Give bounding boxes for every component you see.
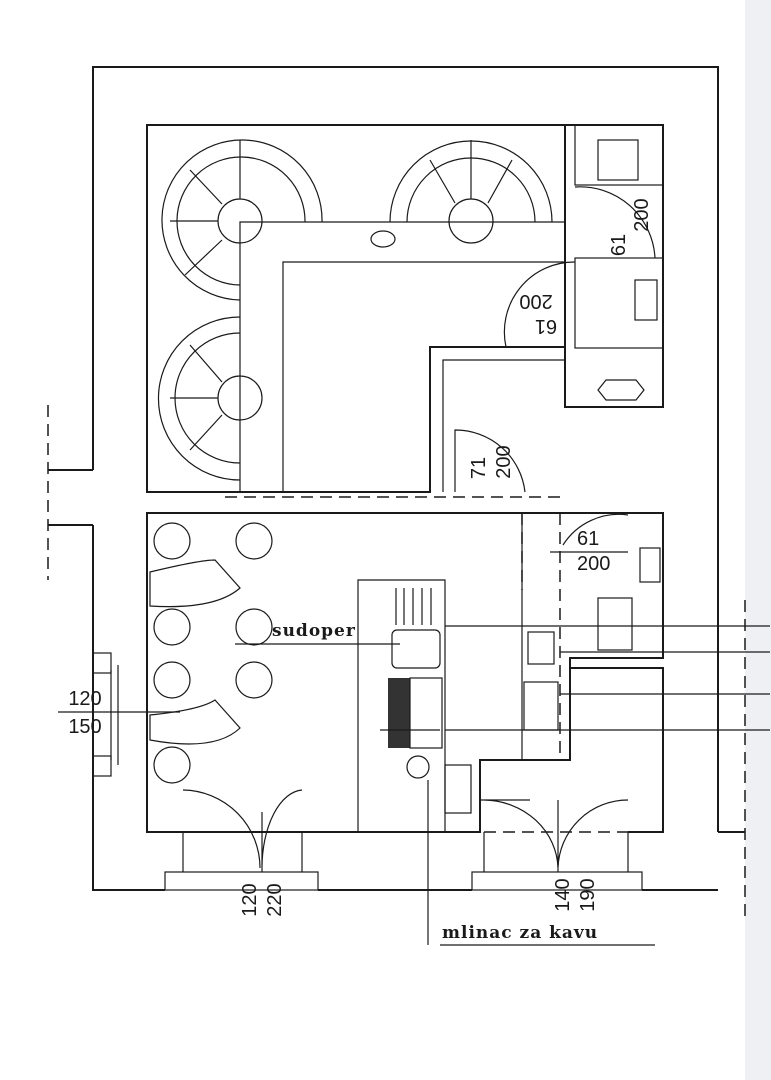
- entrance-left-height: 220: [264, 883, 286, 916]
- entrance-right-height: 190: [577, 878, 599, 911]
- storage-door-height: 200: [493, 445, 515, 478]
- sink: [391, 629, 441, 669]
- window: [58, 652, 180, 777]
- bar-sink: [527, 631, 555, 665]
- bathroom-sink: [597, 379, 645, 401]
- storage-door-width: 71: [468, 457, 490, 479]
- kitchen-equipment: [235, 588, 655, 946]
- entrance-right-width: 140: [552, 878, 574, 911]
- entrance-doors: [164, 789, 643, 891]
- bar-toilet: [597, 597, 633, 651]
- outer-walls: [47, 66, 746, 920]
- bar-door-height: 200: [577, 553, 610, 575]
- bar-seating: [149, 522, 273, 784]
- sink-label: sudoper: [272, 621, 356, 641]
- wc2-door-width: 61: [535, 315, 557, 337]
- bathroom: [503, 124, 664, 408]
- storage-door-swing: [454, 429, 526, 493]
- window-height: 150: [68, 716, 101, 738]
- coffee-grinder-label: mlinac za kavu: [442, 923, 598, 943]
- page-edge-strip: [745, 0, 771, 1080]
- wc2-door-height: 200: [519, 290, 552, 312]
- coffee-grinder: [406, 755, 430, 779]
- bar-room: [146, 512, 770, 833]
- round-seating: [157, 139, 553, 481]
- dishwasher: [388, 678, 410, 748]
- entrance-left-width: 120: [239, 883, 261, 916]
- washbasin: [634, 279, 658, 321]
- bar-washbasin: [639, 547, 661, 583]
- wc-door-width: 61: [608, 234, 630, 256]
- toilet: [597, 139, 639, 181]
- window-width: 120: [68, 688, 101, 710]
- bar-cabinet: [523, 681, 559, 731]
- bar-door-width: 61: [577, 528, 599, 550]
- wc-door-height: 200: [631, 198, 653, 231]
- lounge-room: [146, 124, 566, 498]
